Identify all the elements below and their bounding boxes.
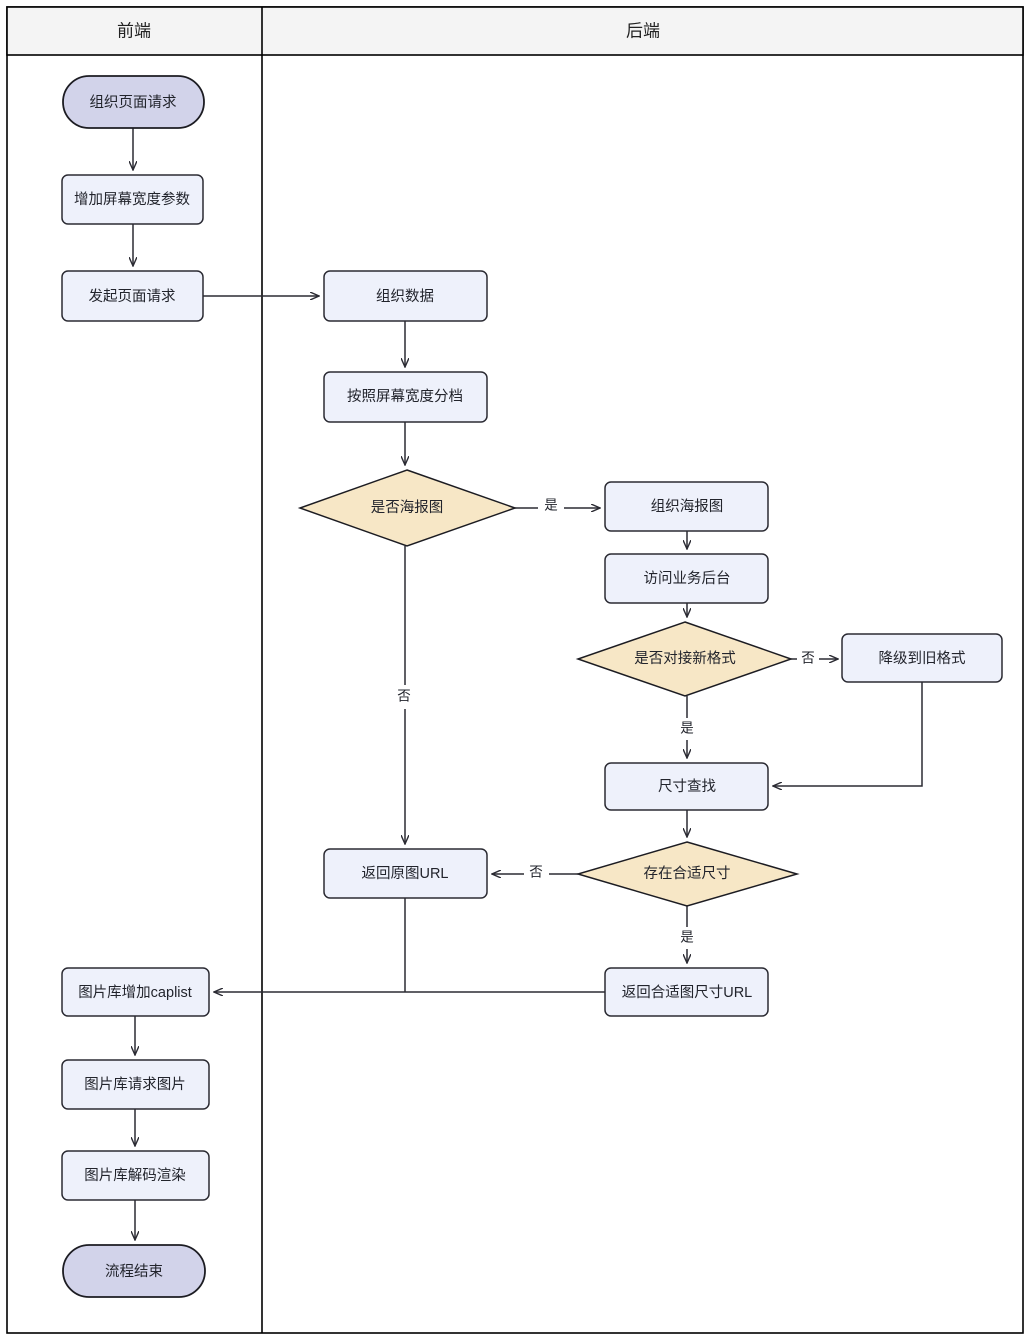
node-label-n17: 图片库解码渲染: [84, 1167, 186, 1184]
edge-label-yes-newformat: 是: [680, 721, 694, 736]
edge-layer: [133, 128, 923, 1240]
node-n6[interactable]: 是否海报图: [297, 469, 518, 547]
node-n7[interactable]: 组织海报图: [604, 481, 769, 532]
node-n11[interactable]: 尺寸查找: [604, 762, 769, 811]
node-n2[interactable]: 增加屏幕宽度参数: [61, 174, 204, 225]
node-label-n12: 存在合适尺寸: [644, 865, 731, 882]
node-label-n3: 发起页面请求: [89, 288, 176, 305]
edge-n10-n11: [773, 682, 923, 786]
node-label-n8: 访问业务后台: [644, 570, 731, 587]
node-label-n9: 是否对接新格式: [634, 650, 736, 667]
node-label-n4: 组织数据: [376, 288, 434, 305]
node-label-n16: 图片库请求图片: [84, 1076, 186, 1093]
node-n3[interactable]: 发起页面请求: [61, 270, 204, 322]
node-label-n15: 图片库增加caplist: [78, 984, 192, 1001]
edge-label-yes-poster: 是: [544, 498, 558, 513]
node-n9[interactable]: 是否对接新格式: [575, 621, 794, 697]
edge-label-no-poster: 否: [397, 689, 411, 704]
node-n5[interactable]: 按照屏幕宽度分档: [323, 371, 488, 423]
node-label-n18: 流程结束: [105, 1263, 163, 1280]
node-n18[interactable]: 流程结束: [62, 1244, 206, 1298]
node-label-n2: 增加屏幕宽度参数: [74, 191, 190, 208]
node-n8[interactable]: 访问业务后台: [604, 553, 769, 604]
edge-label-no-size: 否: [529, 865, 543, 880]
lane-title-frontend: 前端: [117, 21, 151, 40]
node-n16[interactable]: 图片库请求图片: [61, 1059, 210, 1110]
node-n13[interactable]: 返回原图URL: [323, 848, 488, 899]
node-n12[interactable]: 存在合适尺寸: [575, 841, 800, 907]
node-label-n7: 组织海报图: [651, 498, 724, 515]
node-n1[interactable]: 组织页面请求: [62, 75, 205, 129]
node-label-n6: 是否海报图: [371, 499, 444, 516]
node-label-n13: 返回原图URL: [361, 865, 448, 882]
edge-label-no-newformat: 否: [801, 651, 815, 666]
lane-title-backend: 后端: [626, 21, 660, 40]
node-label-n14: 返回合适图尺寸URL: [622, 984, 753, 1001]
node-label-n11: 尺寸查找: [658, 778, 716, 795]
node-n15[interactable]: 图片库增加caplist: [61, 967, 210, 1017]
edge-label-layer: 是 否 否 是 否 是: [397, 498, 815, 945]
node-label-n5: 按照屏幕宽度分档: [347, 388, 463, 405]
edge-label-yes-size: 是: [680, 930, 694, 945]
node-n17[interactable]: 图片库解码渲染: [61, 1150, 210, 1201]
node-n14[interactable]: 返回合适图尺寸URL: [604, 967, 769, 1017]
node-label-n1: 组织页面请求: [90, 94, 177, 111]
node-n10[interactable]: 降级到旧格式: [841, 633, 1003, 683]
node-n4[interactable]: 组织数据: [323, 270, 488, 322]
node-label-n10: 降级到旧格式: [879, 650, 966, 667]
